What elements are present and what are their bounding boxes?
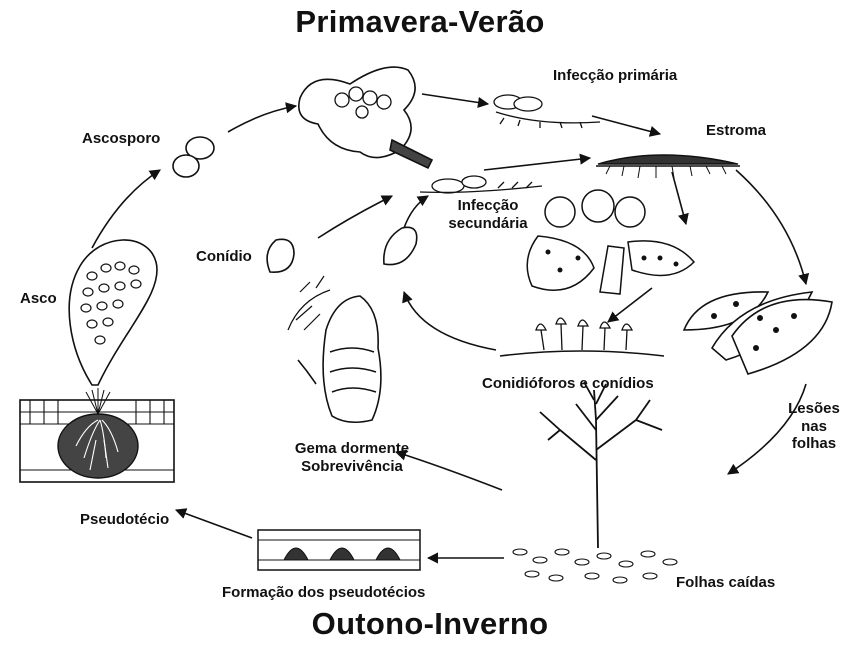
dormant-bud-drawing: [298, 296, 381, 422]
label-gema-line1: Gema dormente: [278, 440, 426, 458]
conidiophores-drawing: [500, 318, 664, 356]
spotted-leaves-drawing: [684, 292, 832, 374]
arrow-secondary-to-stroma: [484, 158, 590, 170]
label-lesoes-nas-folhas: Lesões nas folhas: [782, 400, 846, 453]
label-infeccao-secundaria-line2: secundária: [432, 215, 544, 233]
asco-drawing: [69, 240, 157, 385]
tree-drawing: [540, 382, 662, 548]
arrow-flower-to-primary-infection: [422, 94, 488, 104]
arrow-primary-to-stroma: [592, 116, 660, 134]
label-estroma: Estroma: [706, 122, 766, 140]
arrow-formation-to-pseudotecio: [176, 510, 252, 538]
arrow-conidium2-to-secondary: [404, 196, 428, 228]
pseudothecia-formation-drawing: [258, 530, 420, 570]
flower-drawing: [299, 67, 432, 168]
arrow-conidium-to-secondary: [318, 196, 392, 238]
label-ascosporo: Ascosporo: [82, 130, 160, 148]
arrow-conidiophores-to-conidium: [404, 292, 496, 350]
label-gema-dormente: Gema dormente Sobrevivência: [278, 440, 426, 475]
stroma-drawing: [596, 155, 740, 178]
label-lesoes-line1: Lesões: [782, 400, 846, 418]
label-lesoes-line2: nas: [782, 418, 846, 436]
label-folhas-caidas: Folhas caídas: [676, 574, 775, 592]
pseudothecium-drawing: [20, 388, 174, 482]
ascospore-drawing: [173, 137, 214, 177]
label-asco: Asco: [20, 290, 57, 308]
label-infeccao-secundaria: Infecção secundária: [432, 197, 544, 232]
label-formacao-pseudotecios: Formação dos pseudotécios: [222, 584, 425, 602]
label-conidio: Conídio: [196, 248, 252, 266]
arrow-ascosporo-to-flower: [228, 106, 296, 132]
fallen-leaves-drawing: [513, 549, 677, 583]
top-title: Primavera-Verão: [230, 4, 610, 41]
fruit-and-leaves-drawing: [527, 190, 694, 294]
label-pseudotecio: Pseudotécio: [80, 511, 169, 529]
label-lesoes-line3: folhas: [782, 435, 846, 453]
primary-infection-drawing: [494, 95, 600, 128]
arrow-stroma-to-fruit: [672, 172, 686, 224]
arrow-stroma-to-leaves: [736, 170, 806, 284]
label-gema-line2: Sobrevivência: [278, 458, 426, 476]
label-infeccao-secundaria-line1: Infecção: [432, 197, 544, 215]
arrow-asco-to-ascosporo: [92, 170, 160, 248]
secondary-infection-drawing: [420, 176, 542, 193]
label-conidioforos: Conidióforos e conídios: [482, 375, 654, 393]
label-infeccao-primaria: Infecção primária: [553, 67, 677, 85]
bottom-title: Outono-Inverno: [240, 606, 620, 643]
